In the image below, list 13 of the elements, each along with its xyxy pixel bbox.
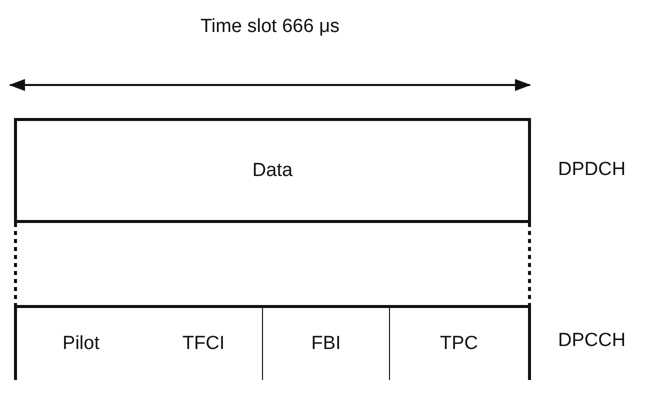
channel-name: DPCCH bbox=[558, 330, 626, 352]
data-field-box bbox=[14, 118, 531, 223]
field-name: FBI bbox=[311, 333, 341, 355]
field-box bbox=[263, 305, 392, 380]
field-box bbox=[390, 305, 531, 380]
dotted-line bbox=[14, 223, 17, 305]
dimension-label: Time slot 666 μs bbox=[200, 15, 340, 39]
field-name: Data bbox=[252, 160, 293, 182]
field-name: TFCI bbox=[182, 333, 225, 355]
dotted-line bbox=[528, 223, 531, 305]
channel-name: DPDCH bbox=[558, 158, 626, 180]
field-name: TPC bbox=[440, 333, 478, 355]
field-name: Pilot bbox=[62, 333, 100, 355]
